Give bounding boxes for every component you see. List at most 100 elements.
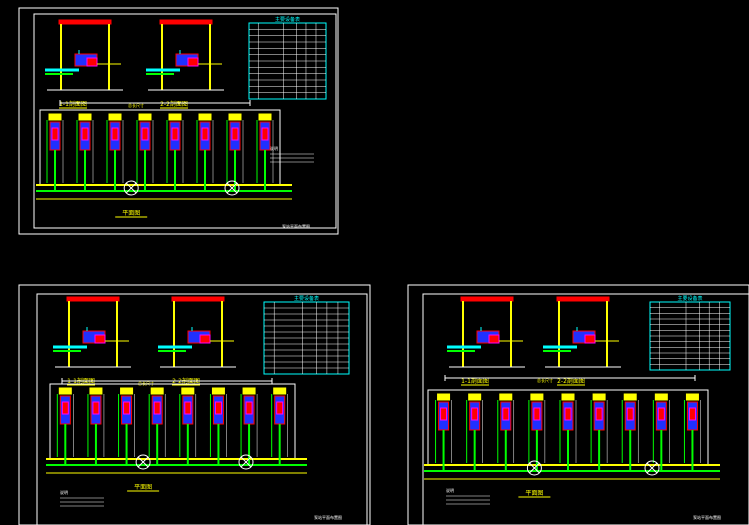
pump-body-plan: [533, 407, 541, 421]
pump-body-plan: [595, 407, 603, 421]
pump-body: [199, 334, 211, 344]
pump-body: [94, 334, 106, 344]
plan-view: 平面图: [424, 389, 720, 498]
pump-body-plan: [123, 401, 131, 415]
pump-body-plan: [92, 401, 100, 415]
notes-header: 说明: [60, 489, 68, 495]
pump-nameplate: [654, 393, 668, 401]
pump-body: [488, 334, 500, 344]
pump-body-plan: [141, 127, 149, 141]
table-header: 主要设备表: [294, 295, 319, 302]
pump-unit: [256, 113, 274, 191]
plan-title: 平面图: [525, 490, 543, 497]
plan-title: 平面图: [134, 484, 152, 491]
pump-unit: [226, 113, 244, 191]
section-1-1: 1-1剖面图: [45, 19, 123, 109]
pump-unit: [179, 387, 197, 465]
sheets-layer: 1-1剖面图2-2剖面图主要设备表总长尺寸平面图说明泵站平面布置图1-1剖面图2…: [18, 7, 749, 525]
pump-nameplate: [228, 113, 242, 121]
gantry-beam: [171, 296, 225, 302]
section-1-label: 1-1剖面图: [59, 100, 87, 108]
sheet-inner-frame: [33, 13, 337, 229]
pump-body-plan: [81, 127, 89, 141]
pump-body-plan: [61, 401, 69, 415]
pump-nameplate: [168, 113, 182, 121]
sheet-inner-frame: [36, 293, 368, 525]
pump-body-plan: [688, 407, 696, 421]
section-1-1: 1-1剖面图: [447, 296, 525, 386]
pump-unit: [87, 387, 105, 465]
pump-nameplate: [561, 393, 575, 401]
pump-nameplate: [181, 387, 195, 395]
section-2-label: 2-2剖面图: [160, 100, 188, 108]
pump-body-plan: [171, 127, 179, 141]
pump-nameplate: [48, 113, 62, 121]
pump-nameplate: [120, 387, 134, 395]
pump-nameplate: [58, 387, 72, 395]
pump-unit: [590, 393, 608, 471]
flowmeter-icon: [123, 180, 139, 196]
pump-nameplate: [685, 393, 699, 401]
section-1-label: 1-1剖面图: [461, 377, 489, 385]
flowmeter-icon: [526, 460, 542, 476]
pump-body-plan: [51, 127, 59, 141]
plan-view: 平面图: [46, 383, 307, 492]
pump-unit: [196, 113, 214, 191]
pump-unit: [652, 393, 670, 471]
pump-unit: [136, 113, 154, 191]
pump-unit: [466, 393, 483, 471]
pump-nameplate: [198, 113, 212, 121]
pump-body-plan: [502, 407, 510, 421]
pump-body-plan: [657, 407, 665, 421]
pump-nameplate: [499, 393, 513, 401]
table-header: 主要设备表: [275, 16, 300, 23]
section-2-2: 2-2剖面图: [543, 296, 621, 386]
pump-body-plan: [184, 401, 192, 415]
pump-nameplate: [150, 387, 164, 395]
dimension-label: 总长尺寸: [537, 377, 553, 383]
pump-unit: [240, 387, 258, 465]
pump-nameplate: [437, 393, 451, 401]
title-block-text: 泵站平面布置图: [314, 514, 342, 520]
flowmeter-cross: [240, 456, 252, 468]
pump-body-plan: [471, 407, 479, 421]
sheet-inner-frame: [422, 293, 749, 525]
pump-unit: [528, 393, 546, 471]
pump-unit: [46, 113, 64, 191]
pump-unit: [559, 393, 577, 471]
pump-unit: [166, 113, 184, 191]
pump-unit: [56, 387, 74, 465]
pump-body-plan: [231, 127, 239, 141]
pump-body-plan: [261, 127, 269, 141]
dimension-label: 总长尺寸: [138, 380, 154, 386]
pump-nameplate: [138, 113, 152, 121]
pump-nameplate: [211, 387, 225, 395]
flowmeter-cross: [646, 462, 658, 474]
plan-view: 平面图: [36, 109, 292, 218]
notes-header: 说明: [270, 145, 278, 151]
title-block-text: 泵站平面布置图: [282, 223, 310, 229]
pump-nameplate: [273, 387, 287, 395]
pump-body-plan: [564, 407, 572, 421]
gantry-beam: [460, 296, 514, 302]
pump-unit: [621, 393, 639, 471]
gantry-beam: [159, 19, 213, 25]
pump-body-plan: [214, 401, 222, 415]
pump-body: [584, 334, 596, 344]
flowmeter-icon: [644, 460, 660, 476]
flowmeter-cross: [125, 182, 137, 194]
flowmeter-icon: [224, 180, 240, 196]
pump-nameplate: [623, 393, 637, 401]
sheet-outer-frame: [18, 7, 339, 235]
notes-header: 说明: [446, 487, 454, 493]
pump-body-plan: [153, 401, 161, 415]
pump-body: [187, 57, 199, 67]
pump-nameplate: [530, 393, 544, 401]
section-2-label: 2-2剖面图: [557, 377, 585, 385]
pump-body-plan: [245, 401, 253, 415]
flowmeter-cross: [529, 462, 540, 474]
